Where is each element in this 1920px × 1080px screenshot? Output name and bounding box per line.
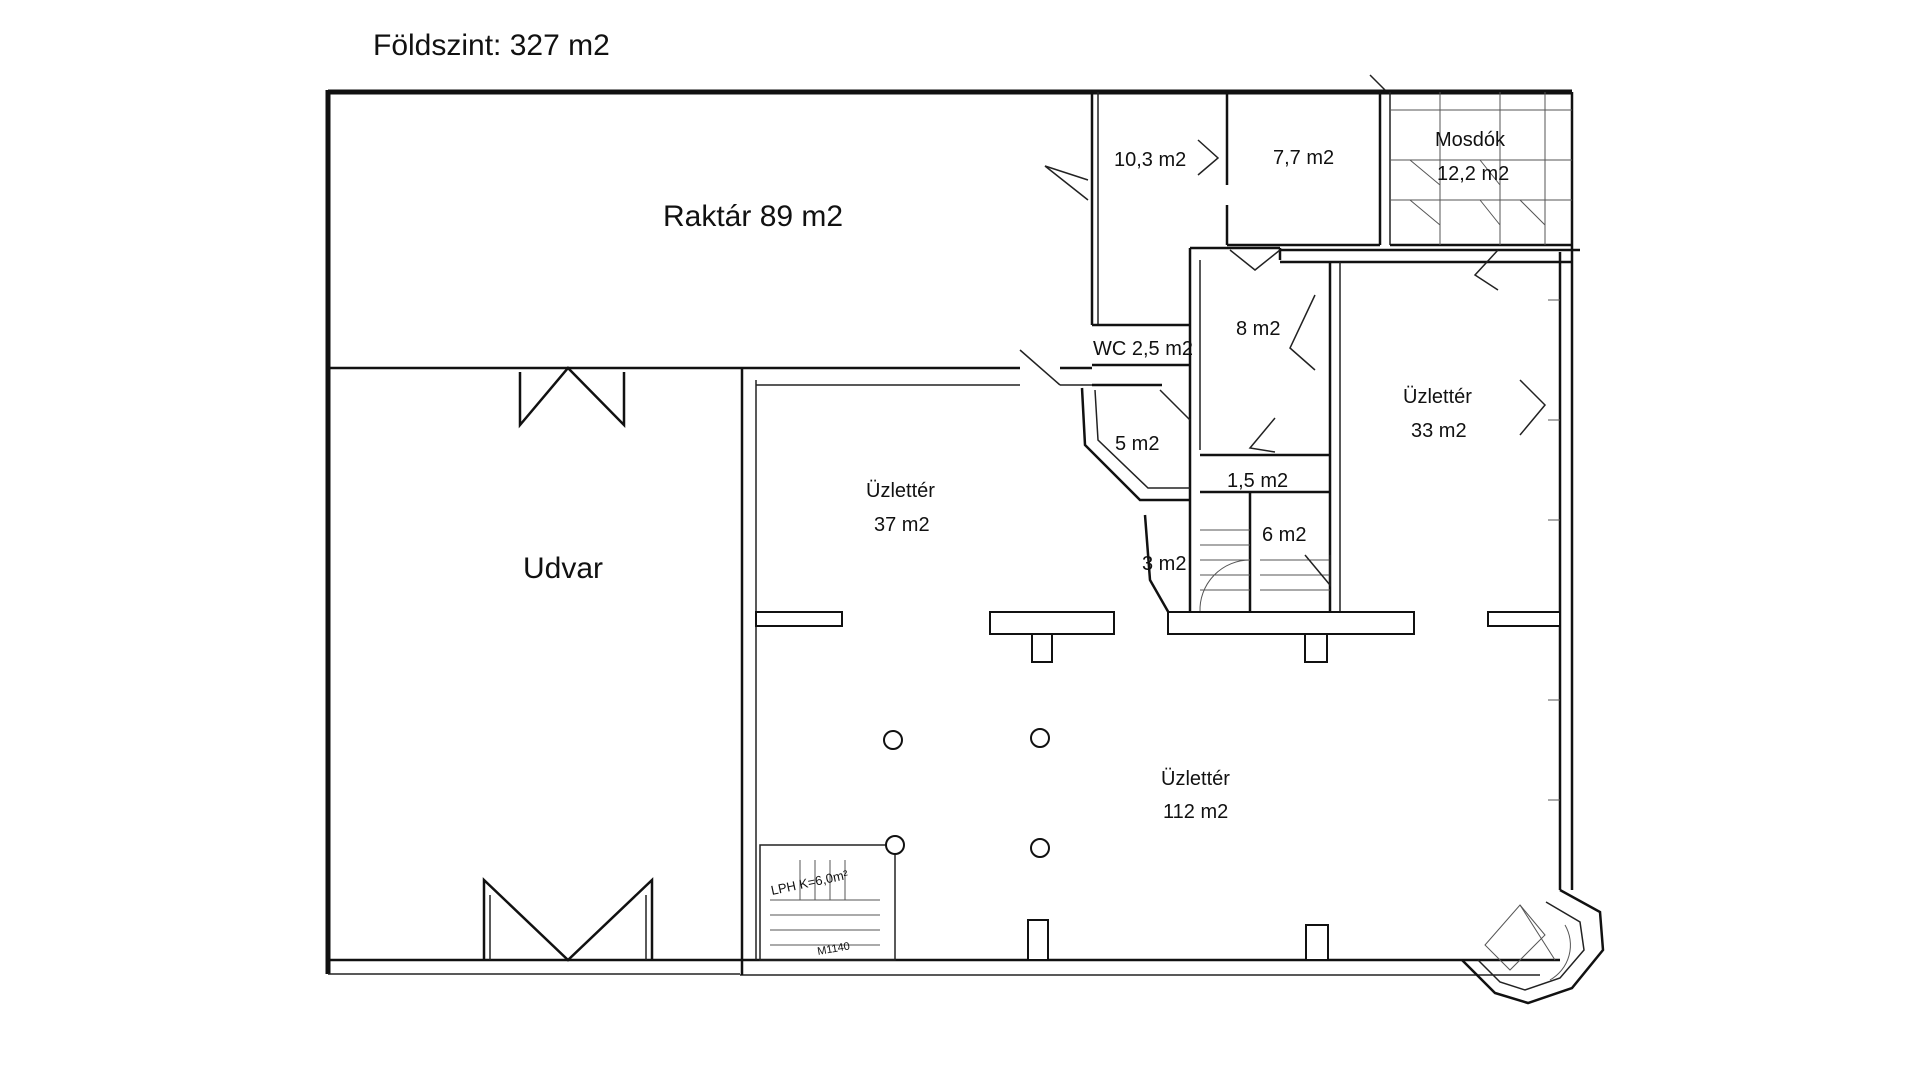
uzletter-112-area-label: 112 m2 — [1163, 801, 1228, 823]
uzletter-37-area-label: 37 m2 — [874, 514, 930, 536]
uzletter-112-name-label: Üzlettér — [1161, 768, 1230, 790]
udvar-gate-icon — [482, 877, 654, 962]
corner-bay — [1461, 888, 1605, 1005]
uzletter-37-walls — [742, 299, 1561, 961]
room-1-5-label: 1,5 m2 — [1227, 470, 1288, 492]
column-icon — [883, 730, 903, 750]
stair-note-label: LPH K=6,0m² — [770, 867, 850, 898]
floor-title: Földszint: 327 m2 — [373, 29, 610, 62]
door-swings — [1019, 74, 1547, 588]
outer-walls — [325, 89, 1574, 976]
stair-lph — [759, 835, 905, 961]
udvar-label: Udvar — [523, 552, 603, 585]
room-5-label: 5 m2 — [1115, 433, 1159, 455]
uzletter-33-area-label: 33 m2 — [1411, 420, 1467, 442]
room-10-3-label: 10,3 m2 — [1114, 149, 1186, 171]
stair-size-label: M1140 — [816, 940, 850, 958]
wc-label: WC 2,5 m2 — [1093, 338, 1193, 360]
mosdok-name-label: Mosdók — [1435, 129, 1506, 151]
column-icon — [1030, 728, 1050, 748]
column-icon — [1030, 838, 1050, 858]
raktar-gate-icon — [518, 366, 626, 429]
uzletter-33-name-label: Üzlettér — [1403, 386, 1472, 408]
room-8-label: 8 m2 — [1236, 318, 1280, 340]
columns — [883, 728, 1050, 858]
service-block-walls — [1080, 92, 1580, 630]
uzletter-37-name-label: Üzlettér — [866, 480, 935, 502]
mosdok-area-label: 12,2 m2 — [1437, 163, 1509, 185]
room-7-7-label: 7,7 m2 — [1273, 147, 1334, 169]
raktar-label: Raktár 89 m2 — [663, 200, 843, 233]
room-3-label: 3 m2 — [1142, 553, 1186, 575]
room-6-label: 6 m2 — [1262, 524, 1306, 546]
